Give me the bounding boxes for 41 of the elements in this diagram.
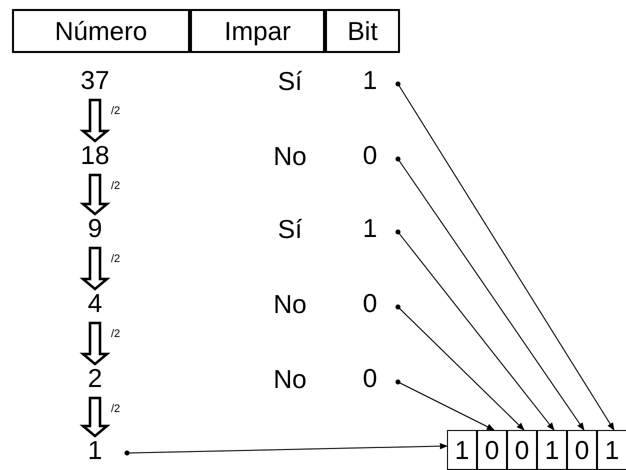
hollow-arrow	[80, 174, 110, 216]
arrow	[124, 442, 448, 456]
bit-text: 0	[358, 139, 382, 171]
number-text: 2	[75, 362, 115, 394]
bit-cell: 0	[507, 430, 537, 470]
parity-text: Sí	[276, 214, 304, 244]
header-cell: Bit	[325, 9, 400, 53]
number-text: 9	[75, 212, 115, 244]
number-text: 4	[75, 287, 115, 319]
arrow	[396, 156, 584, 431]
arrow	[396, 230, 554, 431]
number-text: 1	[75, 434, 115, 466]
parity-text: No	[272, 141, 308, 171]
edge-label: /2	[111, 106, 120, 117]
bit-cell: 1	[537, 430, 567, 470]
header-cell: Número	[12, 9, 190, 53]
hollow-arrow	[80, 246, 110, 291]
arrow	[396, 82, 614, 431]
bit-cell: 0	[477, 430, 507, 470]
parity-text: No	[272, 289, 308, 319]
bit-text: 1	[358, 64, 382, 96]
bit-cell: 1	[597, 430, 626, 470]
number-text: 18	[75, 139, 115, 171]
header-cell: Impar	[190, 9, 325, 53]
arrow	[396, 304, 525, 431]
hollow-arrow	[80, 322, 110, 366]
arrow	[396, 380, 495, 430]
edge-label: /2	[111, 329, 120, 340]
edge-label: /2	[111, 181, 120, 192]
bit-text: 0	[358, 287, 382, 319]
parity-text: Sí	[276, 66, 304, 96]
hollow-arrow	[80, 396, 110, 438]
hollow-arrow	[80, 98, 110, 143]
number-text: 37	[75, 64, 115, 96]
bit-text: 0	[358, 362, 382, 394]
bit-text: 1	[358, 212, 382, 244]
edge-label: /2	[111, 254, 120, 265]
parity-text: No	[272, 364, 308, 394]
bit-cell: 0	[567, 430, 597, 470]
bit-cell: 1	[447, 430, 477, 470]
edge-label: /2	[111, 404, 120, 415]
